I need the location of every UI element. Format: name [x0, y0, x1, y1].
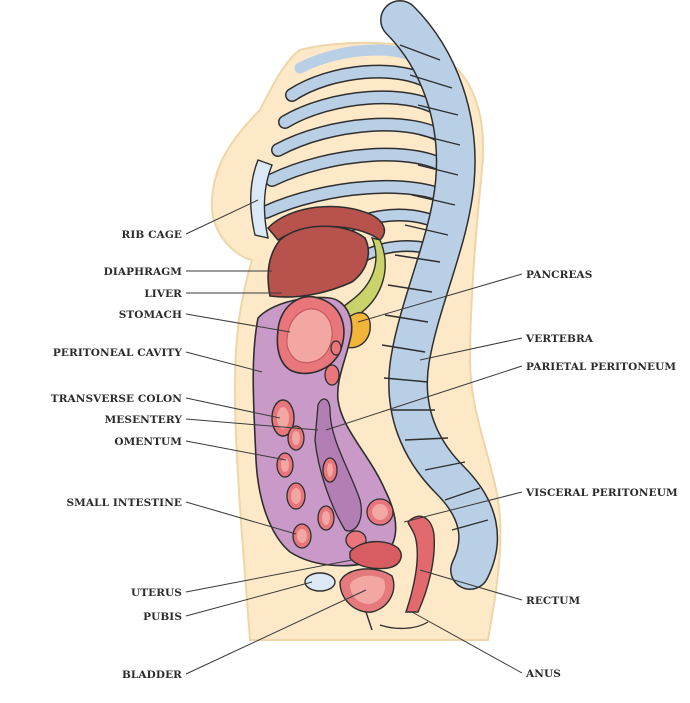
pubis	[304, 572, 336, 592]
label-omentum: OMENTUM	[114, 436, 182, 448]
leader-lines	[185, 199, 523, 675]
label-transverse-colon: TRANSVERSE COLON	[51, 393, 183, 405]
label-mesentery: MESENTERY	[105, 414, 183, 426]
small-intestine	[276, 340, 394, 550]
label-stomach: STOMACH	[119, 309, 182, 321]
uterus	[349, 541, 402, 570]
label-rib-cage: RIB CAGE	[122, 229, 182, 241]
label-liver: LIVER	[144, 288, 182, 300]
label-uterus: UTERUS	[131, 587, 182, 599]
label-vertebra: VERTEBRA	[525, 333, 594, 345]
sternum	[250, 159, 273, 239]
label-small-intestine: SMALL INTESTINE	[66, 497, 182, 509]
label-pubis: PUBIS	[143, 611, 182, 623]
label-anus: ANUS	[525, 668, 561, 680]
label-parietal-peritoneum: PARIETAL PERITONEUM	[526, 361, 676, 373]
label-rectum: RECTUM	[526, 595, 581, 607]
mesentery	[314, 398, 362, 532]
label-pancreas: PANCREAS	[526, 269, 593, 281]
bladder	[339, 568, 395, 631]
labels-right: PANCREAS VERTEBRA PARIETAL PERITONEUM VI…	[525, 269, 678, 680]
stomach	[276, 295, 345, 375]
spine	[380, 0, 499, 590]
labels-left: RIB CAGE DIAPHRAGM LIVER STOMACH PERITON…	[51, 229, 183, 681]
label-peritoneal-cavity: PERITONEAL CAVITY	[53, 347, 182, 359]
liver	[267, 225, 369, 298]
label-diaphragm: DIAPHRAGM	[104, 266, 183, 278]
pelvic-floor	[379, 621, 429, 630]
label-bladder: BLADDER	[122, 669, 182, 681]
label-visceral-peritoneum: VISCERAL PERITONEUM	[525, 487, 678, 499]
